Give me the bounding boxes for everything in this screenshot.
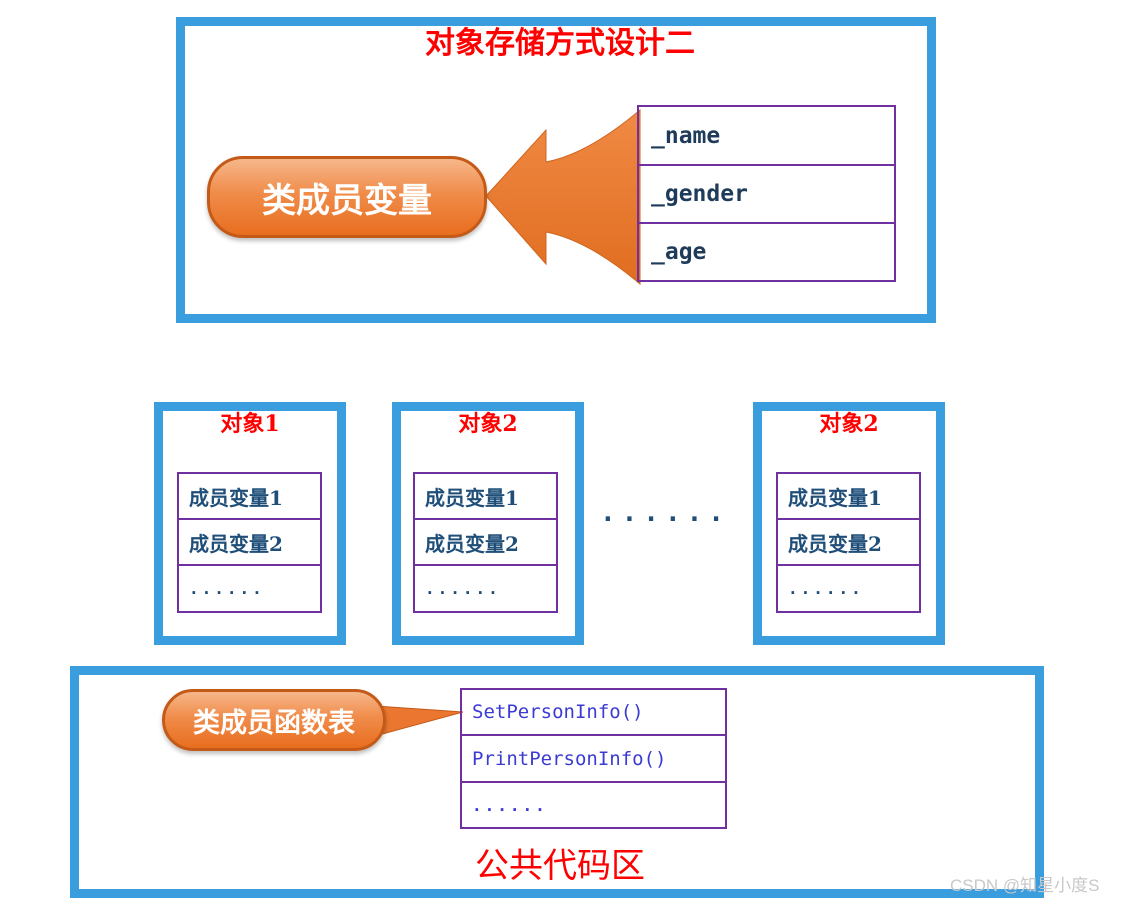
object-box-3 bbox=[753, 402, 945, 645]
object-member-table-3: 成员变量1 成员变量2 ...... bbox=[776, 472, 921, 613]
field-row-gender: _gender bbox=[637, 164, 896, 224]
function-table: SetPersonInfo() PrintPersonInfo() ...... bbox=[460, 688, 727, 829]
object-title-2: 对象2 bbox=[458, 411, 518, 437]
object-1-member-row: 成员变量2 bbox=[177, 518, 322, 566]
member-variable-callout: 类成员变量 bbox=[207, 156, 487, 238]
objects-ellipsis: ...... bbox=[600, 498, 730, 528]
object-1-member-row: ...... bbox=[177, 564, 322, 613]
object-2-member-row: 成员变量2 bbox=[413, 518, 558, 566]
object-2-member-row: 成员变量1 bbox=[413, 472, 558, 520]
function-row-print-person-info: PrintPersonInfo() bbox=[460, 734, 727, 783]
object-box-1 bbox=[154, 402, 346, 645]
object-title-3: 对象2 bbox=[819, 411, 879, 437]
function-table-callout: 类成员函数表 bbox=[162, 689, 386, 751]
function-row-more: ...... bbox=[460, 781, 727, 829]
object-2-member-row: ...... bbox=[413, 564, 558, 613]
object-box-2 bbox=[392, 402, 584, 645]
csdn-watermark: CSDN @知星小度S bbox=[950, 876, 1100, 895]
function-table-callout-tail bbox=[375, 705, 464, 737]
member-variable-arrow bbox=[485, 108, 641, 286]
public-code-title: 公共代码区 bbox=[475, 846, 645, 886]
storage-design-title: 对象存储方式设计二 bbox=[425, 26, 695, 61]
object-title-1: 对象1 bbox=[220, 411, 280, 437]
function-row-set-person-info: SetPersonInfo() bbox=[460, 688, 727, 736]
function-table-callout-label: 类成员函数表 bbox=[193, 707, 355, 739]
object-member-table-2: 成员变量1 成员变量2 ...... bbox=[413, 472, 558, 613]
member-variable-callout-label: 类成员变量 bbox=[262, 180, 432, 221]
fields-table: _name _gender _age bbox=[637, 105, 896, 282]
object-3-member-row: ...... bbox=[776, 564, 921, 613]
object-1-member-row: 成员变量1 bbox=[177, 472, 322, 520]
field-row-name: _name bbox=[637, 105, 896, 166]
field-row-age: _age bbox=[637, 222, 896, 282]
object-3-member-row: 成员变量2 bbox=[776, 518, 921, 566]
object-3-member-row: 成员变量1 bbox=[776, 472, 921, 520]
object-member-table-1: 成员变量1 成员变量2 ...... bbox=[177, 472, 322, 613]
